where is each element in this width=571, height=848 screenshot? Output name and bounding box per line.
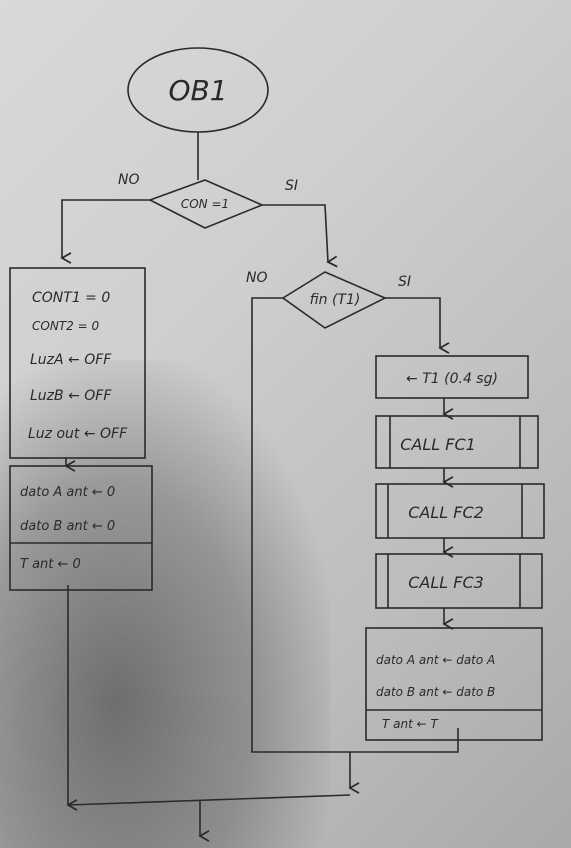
- reset-box: [9, 465, 153, 591]
- init-line-2: CONT2 = 0: [32, 319, 99, 333]
- call-fc3-box: [375, 553, 543, 609]
- connector-decision2-no: [251, 297, 350, 753]
- connector-update-merge: [350, 728, 459, 753]
- update-box: [365, 627, 543, 741]
- update-line-2: dato B ant ← dato B: [376, 685, 495, 699]
- connector-decision1-no: [62, 199, 150, 258]
- call-fc2-label: CALL FC2: [408, 503, 484, 522]
- init-line-3: LuzA ← OFF: [30, 352, 112, 368]
- decision-fin-yes: SI: [398, 274, 411, 290]
- start-label: OB1: [168, 74, 227, 107]
- call-fc1-box: [375, 415, 539, 469]
- init-line-5: Luz out ← OFF: [28, 426, 128, 442]
- reset-line-2: dato B ant ← 0: [20, 519, 115, 534]
- decision-con-yes: SI: [285, 178, 298, 194]
- decision-con-label: CON =1: [181, 197, 229, 211]
- timer-label: ← T1 (0.4 sg): [406, 371, 498, 387]
- connector-bottom-merge: [67, 794, 351, 806]
- update-line-1: dato A ant ← dato A: [376, 653, 495, 667]
- init-line-1: CONT1 = 0: [32, 290, 110, 306]
- decision-con-no: NO: [118, 172, 140, 188]
- connector-decision1-yes: [262, 204, 328, 262]
- update-footer: T ant ← T: [382, 717, 439, 731]
- call-fc3-label: CALL FC3: [408, 573, 484, 592]
- init-box: [9, 267, 146, 459]
- reset-footer: T ant ← 0: [20, 557, 81, 572]
- call-fc2-box: [375, 483, 545, 539]
- reset-line-1: dato A ant ← 0: [20, 485, 115, 500]
- init-line-4: LuzB ← OFF: [30, 388, 112, 404]
- decision-fin-no: NO: [246, 270, 268, 286]
- timer-box: [375, 355, 529, 399]
- call-fc1-label: CALL FC1: [400, 435, 476, 454]
- connector-decision2-yes: [385, 297, 440, 348]
- decision-fin-label: fin (T1): [310, 292, 361, 308]
